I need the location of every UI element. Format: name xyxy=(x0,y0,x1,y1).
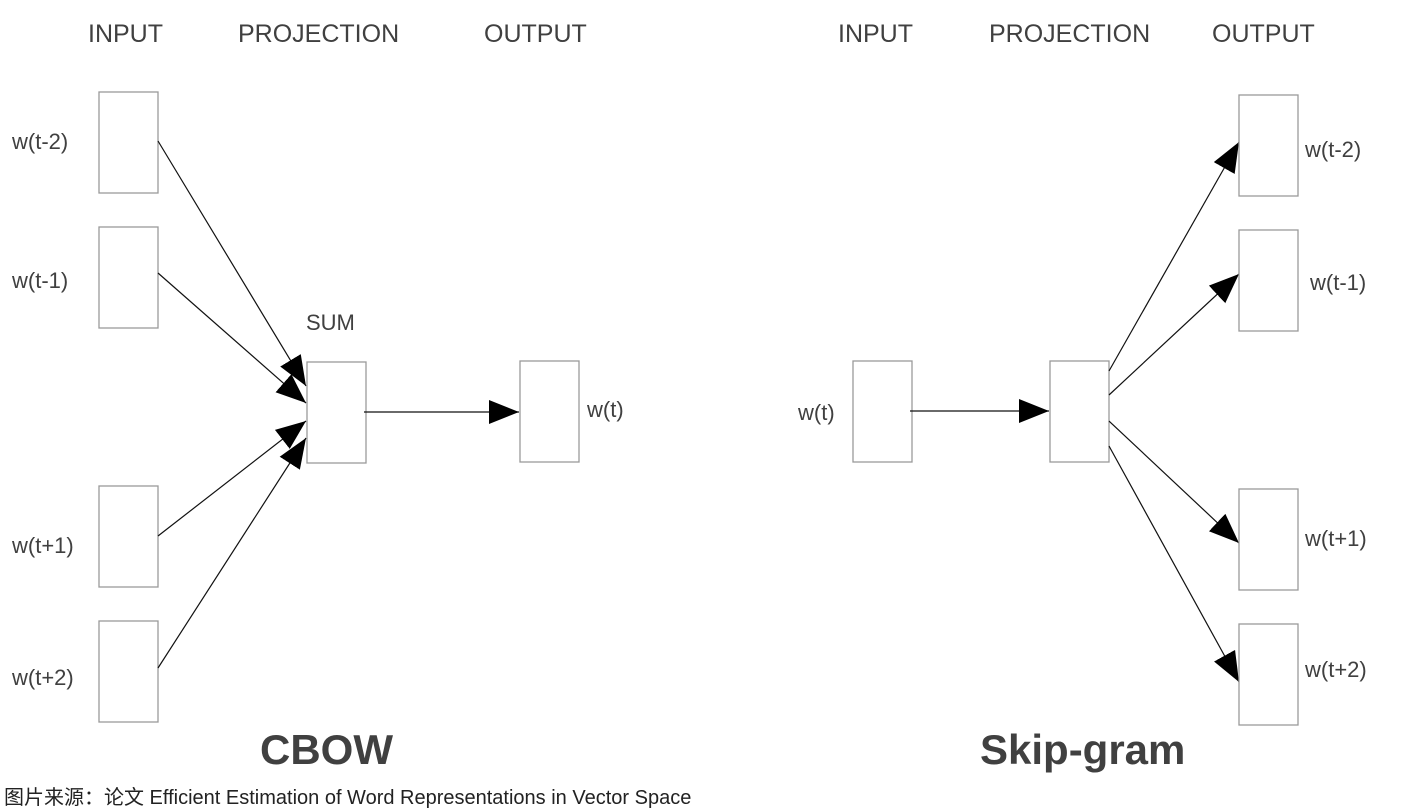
skipgram-projection-box xyxy=(1049,360,1110,463)
skipgram-edge-arrow xyxy=(1108,420,1240,544)
cbow-input-label: w(t-2) xyxy=(11,129,68,154)
cbow-edge-arrow xyxy=(157,272,307,404)
cbow-header-input: INPUT xyxy=(88,20,163,48)
skipgram-header-input: INPUT xyxy=(838,20,913,48)
skipgram-edge-arrow xyxy=(1108,141,1240,372)
skipgram-headers: INPUT PROJECTION OUTPUT xyxy=(838,20,1315,48)
skipgram-output-box xyxy=(1238,229,1299,332)
cbow-edge-arrow xyxy=(157,420,307,537)
skipgram-outputs: w(t-2) w(t-1) w(t+1) w(t+2) xyxy=(1238,94,1367,726)
cbow-input-label: w(t+1) xyxy=(11,533,74,558)
cbow-input-box xyxy=(98,226,159,329)
skipgram-output-box xyxy=(1238,488,1299,591)
skipgram-header-projection: PROJECTION xyxy=(989,20,1150,48)
cbow-edge-arrow xyxy=(157,437,307,669)
skipgram-title: Skip-gram xyxy=(980,726,1185,773)
cbow-edge-arrow xyxy=(157,140,307,387)
skipgram-output-box xyxy=(1238,94,1299,197)
cbow-input-box xyxy=(98,91,159,194)
cbow-title: CBOW xyxy=(260,726,393,773)
cbow-header-output: OUTPUT xyxy=(484,20,587,48)
image-source-caption: 图片来源：论文 Efficient Estimation of Word Rep… xyxy=(4,787,692,809)
skipgram-input-box xyxy=(852,360,913,463)
cbow-header-projection: PROJECTION xyxy=(238,20,399,48)
skipgram-edge-arrow xyxy=(1108,273,1240,396)
skipgram-input-label: w(t) xyxy=(797,400,835,425)
cbow-input-label: w(t+2) xyxy=(11,665,74,690)
skipgram-header-output: OUTPUT xyxy=(1212,20,1315,48)
skipgram-output-label: w(t-2) xyxy=(1304,137,1361,162)
cbow-inputs: w(t-2) w(t-1) w(t+1) w(t+2) xyxy=(11,91,159,723)
cbow-headers: INPUT PROJECTION OUTPUT xyxy=(88,20,587,48)
skipgram-edges xyxy=(910,141,1240,683)
cbow-input-label: w(t-1) xyxy=(11,268,68,293)
skipgram-output-label: w(t+1) xyxy=(1304,526,1367,551)
cbow-sum-label: SUM xyxy=(306,310,355,335)
skipgram-output-box xyxy=(1238,623,1299,726)
cbow-output-label: w(t) xyxy=(586,397,624,422)
skipgram-output-label: w(t+2) xyxy=(1304,657,1367,682)
skipgram-edge-arrow xyxy=(1108,445,1240,683)
cbow-edges xyxy=(157,140,519,669)
cbow-input-box xyxy=(98,620,159,723)
cbow-output-box xyxy=(519,360,580,463)
cbow-input-box xyxy=(98,485,159,588)
cbow-projection-box xyxy=(306,361,367,464)
skipgram-output-label: w(t-1) xyxy=(1309,270,1366,295)
